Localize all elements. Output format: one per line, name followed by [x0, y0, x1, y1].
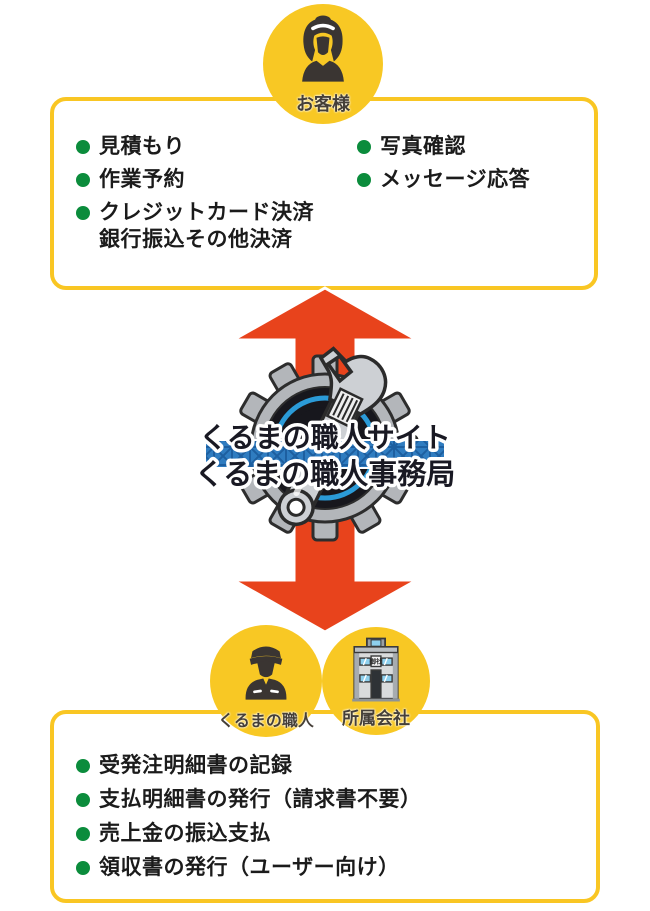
craftsman-circle-label: くるまの職人 [218, 713, 314, 730]
gear-wrench-logo: くるまの職人サイト くるまの職人事務局 [191, 346, 459, 542]
company-circle-label: 所属会社 [342, 709, 410, 728]
bullet-dot-icon [76, 759, 90, 773]
bullet-dot-icon [76, 173, 90, 187]
company-building-icon: 御社 [341, 635, 411, 710]
list-item: 写真確認 [357, 135, 530, 158]
feature-list-right: 写真確認 メッセージ応答 [357, 135, 530, 201]
admin-features-box: 受発注明細書の記録 支払明細書の発行（請求書不要） 売上金の振込支払 領収書の発… [50, 710, 600, 903]
bullet-dot-icon [76, 861, 90, 875]
customer-features-box: 見積もり 作業予約 クレジットカード決済 銀行振込その他決済 写真確認 [50, 97, 598, 290]
bullet-dot-icon [76, 140, 90, 154]
bullet-dot-icon [76, 206, 90, 220]
bullet-dot-icon [357, 173, 371, 187]
list-item: メッセージ応答 [357, 168, 530, 191]
list-item: 領収書の発行（ユーザー向け） [76, 856, 422, 879]
site-name-text: くるまの職人サイト [199, 422, 450, 453]
craftsman-circle: くるまの職人 [210, 625, 322, 737]
list-item: 見積もり [76, 135, 314, 158]
list-item: 受発注明細書の記録 [76, 754, 422, 777]
banner-ribbon [204, 439, 446, 469]
list-item: 作業予約 [76, 168, 314, 191]
feature-label: メッセージ応答 [380, 168, 531, 191]
feature-label: 受発注明細書の記録 [99, 754, 293, 777]
company-circle: 御社 所属会社 [322, 627, 430, 735]
list-item: クレジットカード決済 [76, 201, 314, 224]
feature-list-bottom: 受発注明細書の記録 支払明細書の発行（請求書不要） 売上金の振込支払 領収書の発… [76, 754, 422, 889]
customer-circle: お客様 [263, 4, 383, 124]
feature-list-left: 見積もり 作業予約 クレジットカード決済 銀行振込その他決済 [76, 135, 314, 261]
list-item-sub: 銀行振込その他決済 [76, 228, 314, 251]
bullet-dot-icon [76, 827, 90, 841]
feature-label: 見積もり [99, 135, 185, 158]
feature-label: 作業予約 [99, 168, 185, 191]
list-item: 支払明細書の発行（請求書不要） [76, 788, 422, 811]
list-item: 売上金の振込支払 [76, 822, 422, 845]
feature-label: 支払明細書の発行（請求書不要） [99, 788, 422, 811]
bullet-dot-icon [357, 140, 371, 154]
worker-icon [232, 635, 300, 708]
building-sign-text: 御社 [369, 657, 383, 666]
feature-label: 領収書の発行（ユーザー向け） [99, 856, 400, 879]
bullet-dot-icon [76, 793, 90, 807]
customer-circle-label: お客様 [296, 94, 350, 114]
customer-icon [287, 14, 359, 91]
feature-label: クレジットカード決済 [99, 201, 314, 224]
office-name-text: くるまの職人事務局 [195, 458, 455, 491]
feature-label: 銀行振込その他決済 [99, 228, 293, 251]
feature-label: 売上金の振込支払 [99, 822, 271, 845]
feature-label: 写真確認 [380, 135, 466, 158]
